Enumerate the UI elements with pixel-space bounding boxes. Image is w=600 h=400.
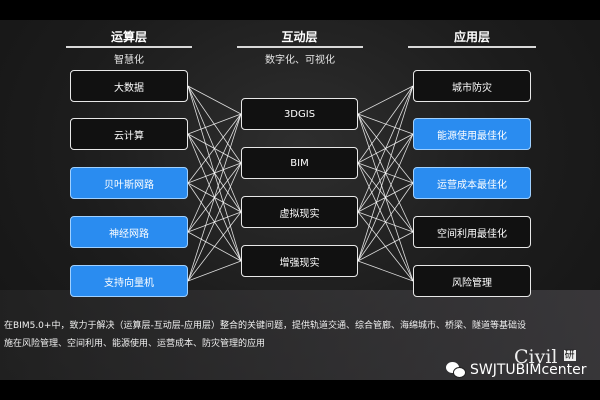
column-rule-interaction <box>237 46 363 48</box>
application-box-disaster: 城市防灾 <box>413 70 531 102</box>
link-compute-interaction <box>187 162 242 282</box>
link-interaction-application <box>357 85 414 262</box>
link-compute-interaction <box>187 113 242 233</box>
link-compute-interaction <box>187 85 242 115</box>
column-subtitle-compute: 智慧化 <box>114 55 144 66</box>
column-subtitle-interaction: 数字化、可视化 <box>265 55 335 66</box>
column-title-application: 应用层 <box>453 30 490 44</box>
link-interaction-application <box>357 85 414 213</box>
column-title-compute: 运算层 <box>110 30 147 44</box>
application-box-energy: 能源使用最佳化 <box>413 118 531 150</box>
interaction-box-3dgis: 3DGIS <box>241 98 358 130</box>
civil-logo-text: Civil <box>514 346 558 368</box>
compute-box-cloud: 云计算 <box>70 118 188 150</box>
link-compute-interaction <box>187 113 242 135</box>
column-rule-application <box>408 46 536 48</box>
application-box-space: 空间利用最佳化 <box>413 216 531 248</box>
column-title-interaction: 互动层 <box>281 30 318 44</box>
civil-logo: Civil 研 <box>514 346 576 368</box>
caption-line-2: 施在风险管理、空间利用、能源使用、运营成本、防灾管理的应用 <box>4 339 266 349</box>
link-interaction-application <box>357 133 414 262</box>
interaction-box-vr: 虚拟现实 <box>241 196 358 228</box>
compute-box-neural: 神经网路 <box>70 216 188 248</box>
link-interaction-application <box>357 260 414 282</box>
interaction-box-bim: BIM <box>241 147 358 179</box>
wechat-icon <box>446 362 466 378</box>
caption-line-1: 在BIM5.0+中，致力于解决（运算层-互动层-应用层）整合的关键问题，提供轨道… <box>4 321 526 331</box>
compute-box-big-data: 大数据 <box>70 70 188 102</box>
link-compute-interaction <box>187 113 242 184</box>
link-interaction-application <box>357 85 414 164</box>
link-compute-interaction <box>187 85 242 164</box>
link-interaction-application <box>357 231 414 262</box>
link-compute-interaction <box>187 260 242 282</box>
link-interaction-application <box>357 182 414 262</box>
link-compute-interaction <box>187 211 242 282</box>
compute-box-bayesian: 贝叶斯网路 <box>70 167 188 199</box>
interaction-box-ar: 增强现实 <box>241 245 358 277</box>
column-rule-compute <box>66 46 192 48</box>
compute-box-svm: 支持向量机 <box>70 265 188 297</box>
link-interaction-application <box>357 85 414 115</box>
link-compute-interaction <box>187 113 242 282</box>
application-box-cost: 运营成本最佳化 <box>413 167 531 199</box>
account-name: SWJTUBIMcenter <box>470 362 587 378</box>
civil-logo-badge: 研 <box>563 350 576 361</box>
application-box-risk: 风险管理 <box>413 265 531 297</box>
